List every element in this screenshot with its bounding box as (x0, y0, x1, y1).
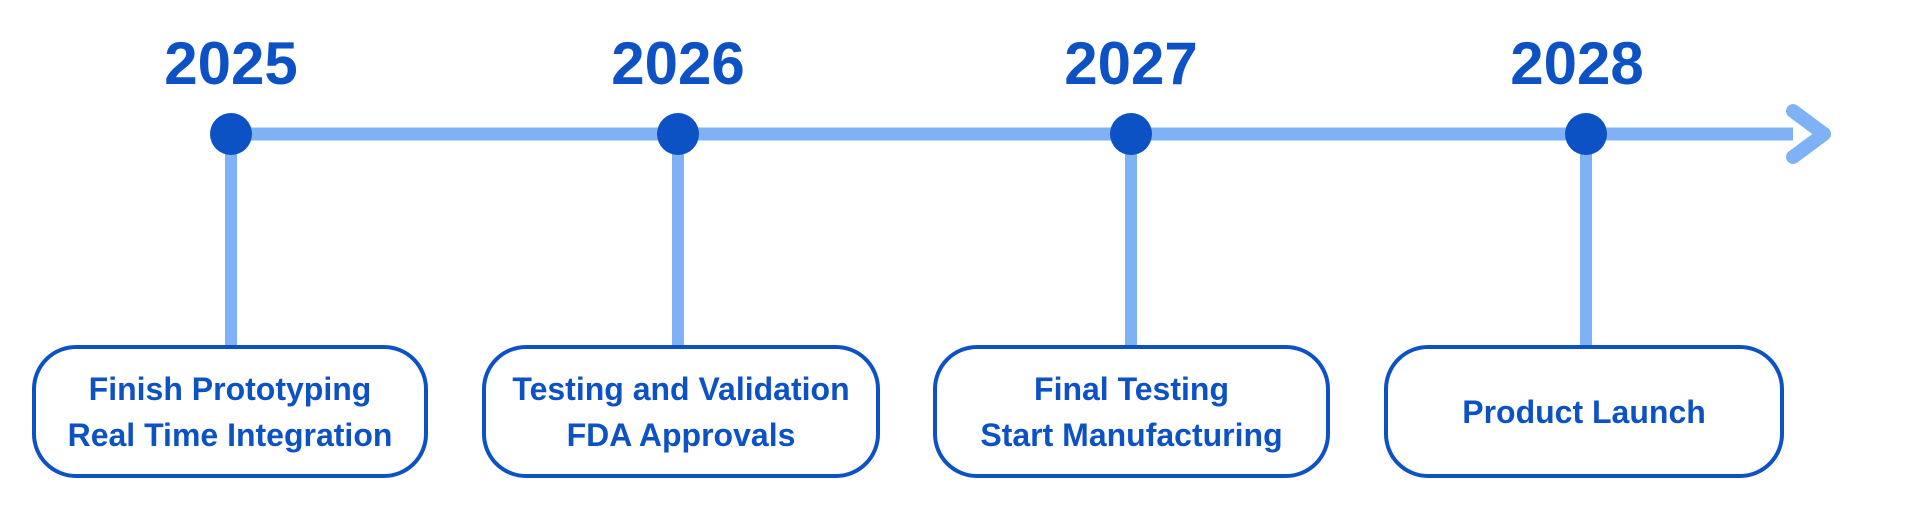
milestone-text: Product Launch (1462, 393, 1706, 430)
milestone-dot (210, 113, 252, 155)
milestone-card-2028: Product Launch (1384, 345, 1784, 478)
milestone-text: Real Time Integration (67, 416, 393, 453)
milestone-dot (1565, 113, 1607, 155)
milestone-dot (1110, 113, 1152, 155)
year-label-2025: 2025 (164, 30, 298, 97)
milestone-text: Final Testing (1034, 370, 1229, 407)
milestone-text: Start Manufacturing (980, 416, 1283, 453)
milestone-dot (657, 113, 699, 155)
milestone-text: Finish Prototyping (88, 370, 372, 407)
year-label-2026: 2026 (611, 30, 745, 97)
milestone-card-2025: Finish Prototyping Real Time Integration (32, 345, 428, 478)
milestone-card-2027: Final Testing Start Manufacturing (933, 345, 1330, 478)
milestone-text: FDA Approvals (566, 416, 796, 453)
milestone-text: Testing and Validation (512, 370, 850, 407)
milestone-card-2026: Testing and Validation FDA Approvals (482, 345, 880, 478)
year-label-2027: 2027 (1064, 30, 1198, 97)
year-label-2028: 2028 (1510, 30, 1644, 97)
arrowhead-icon (1786, 104, 1831, 164)
